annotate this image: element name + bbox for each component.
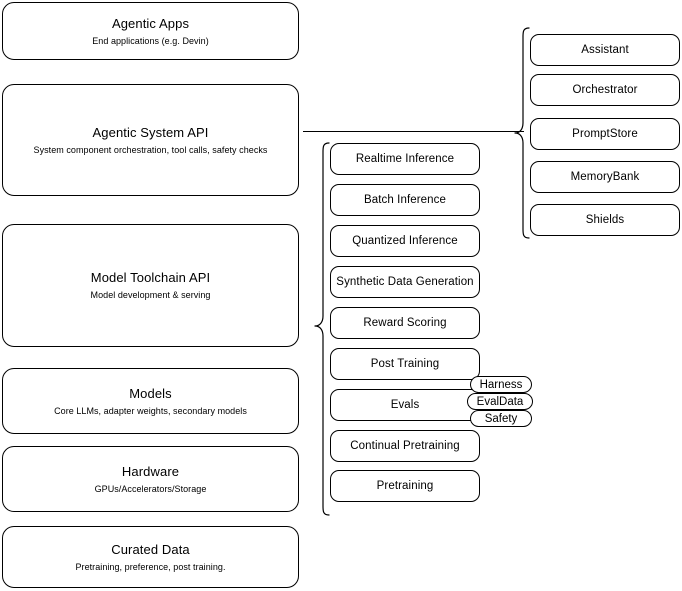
layer-subtitle: End applications (e.g. Devin) — [92, 35, 209, 46]
component-label: Shields — [585, 214, 625, 226]
layer-box-models[interactable]: Models Core LLMs, adapter weights, secon… — [2, 368, 299, 434]
component-label: Realtime Inference — [355, 153, 455, 165]
component-pretraining[interactable]: Pretraining — [330, 470, 480, 502]
component-realtime-inference[interactable]: Realtime Inference — [330, 143, 480, 175]
layer-box-model-toolchain-api[interactable]: Model Toolchain API Model development & … — [2, 224, 299, 347]
component-label: Reward Scoring — [363, 317, 447, 329]
component-label: Continual Pretraining — [350, 440, 460, 452]
layer-subtitle: Core LLMs, adapter weights, secondary mo… — [54, 405, 247, 416]
component-label: MemoryBank — [570, 171, 640, 183]
connector-line-agentic-system-api — [303, 131, 524, 132]
component-label: Evals — [390, 399, 420, 411]
component-quantized-inference[interactable]: Quantized Inference — [330, 225, 480, 257]
component-label: Synthetic Data Generation — [336, 276, 474, 288]
badge-label: Harness — [479, 378, 523, 391]
component-synthetic-data-generation[interactable]: Synthetic Data Generation — [330, 266, 480, 298]
layer-title: Curated Data — [111, 541, 190, 557]
brace-toolchain-components — [314, 142, 330, 516]
component-memorybank[interactable]: MemoryBank — [530, 161, 680, 193]
component-label: Pretraining — [376, 480, 434, 492]
layer-title: Hardware — [121, 463, 180, 479]
component-assistant[interactable]: Assistant — [530, 34, 680, 66]
component-batch-inference[interactable]: Batch Inference — [330, 184, 480, 216]
layer-subtitle: System component orchestration, tool cal… — [33, 144, 268, 155]
layer-title: Agentic System API — [92, 124, 209, 140]
layer-subtitle: GPUs/Accelerators/Storage — [94, 483, 207, 494]
layer-title: Agentic Apps — [111, 15, 190, 31]
component-shields[interactable]: Shields — [530, 204, 680, 236]
component-continual-pretraining[interactable]: Continual Pretraining — [330, 430, 480, 462]
component-orchestrator[interactable]: Orchestrator — [530, 74, 680, 106]
component-label: Orchestrator — [572, 84, 638, 96]
component-reward-scoring[interactable]: Reward Scoring — [330, 307, 480, 339]
badge-evaldata[interactable]: EvalData — [467, 393, 533, 410]
component-evals[interactable]: Evals — [330, 389, 480, 421]
badge-harness[interactable]: Harness — [470, 376, 532, 393]
layer-box-agentic-system-api[interactable]: Agentic System API System component orch… — [2, 84, 299, 196]
brace-agentic-components — [514, 27, 530, 239]
component-label: PromptStore — [572, 128, 638, 140]
badge-label: Safety — [484, 412, 518, 425]
layer-box-agentic-apps[interactable]: Agentic Apps End applications (e.g. Devi… — [2, 2, 299, 60]
layer-title: Models — [129, 385, 172, 401]
badge-label: EvalData — [476, 395, 524, 408]
layer-title: Model Toolchain API — [90, 270, 211, 285]
component-label: Batch Inference — [363, 194, 447, 206]
component-post-training[interactable]: Post Training — [330, 348, 480, 380]
layer-box-curated-data[interactable]: Curated Data Pretraining, preference, po… — [2, 526, 299, 588]
component-label: Post Training — [370, 358, 440, 370]
component-promptstore[interactable]: PromptStore — [530, 118, 680, 150]
layer-subtitle: Model development & serving — [90, 290, 211, 300]
badge-safety[interactable]: Safety — [470, 410, 532, 427]
layer-subtitle: Pretraining, preference, post training. — [75, 561, 226, 572]
component-label: Assistant — [581, 44, 629, 56]
component-label: Quantized Inference — [352, 235, 458, 247]
layer-box-hardware[interactable]: Hardware GPUs/Accelerators/Storage — [2, 446, 299, 512]
